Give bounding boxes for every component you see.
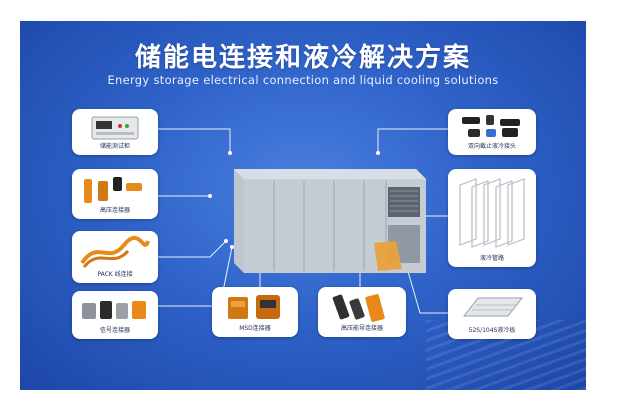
signal-connector-image	[82, 301, 146, 319]
cooling-pipes-image	[459, 178, 525, 248]
card-label: MSD连接器	[239, 325, 271, 332]
card-label: 液冷管路	[479, 255, 504, 262]
card-busbar-connector: 高压能导连接器	[318, 287, 406, 337]
card-hv-connector: 高压连接器	[72, 169, 158, 219]
pack-harness-image	[80, 236, 150, 268]
page-subtitle: Energy storage electrical connection and…	[107, 73, 499, 87]
energy-storage-container	[234, 169, 426, 273]
hv-connector-image	[84, 177, 142, 203]
card-label: PACK 线连接	[97, 271, 133, 278]
busbar-connector-image	[332, 294, 385, 322]
card-signal-connector: 信号连接器	[72, 291, 158, 339]
msd-connector-image	[228, 295, 280, 319]
card-label: 双向截止液冷接头	[467, 143, 516, 150]
liquid-cooling-plate-image	[462, 297, 524, 317]
card-label: 高压连接器	[99, 207, 130, 214]
page-title: 储能电连接和液冷解决方案	[134, 43, 471, 73]
quick-coupling-image	[462, 115, 520, 137]
poster: 储能电连接和液冷解决方案 Energy storage electrical c…	[20, 21, 586, 390]
card-label: 信号连接器	[99, 327, 130, 334]
card-pack-harness: PACK 线连接	[72, 231, 158, 283]
card-cooling-pipes: 液冷管路	[448, 169, 536, 267]
card-quick-coupling: 双向截止液冷接头	[448, 109, 536, 155]
card-label: 储能测试柜	[99, 143, 130, 150]
test-cabinet-image	[91, 116, 139, 140]
card-msd-connector: MSD连接器	[212, 287, 298, 337]
card-label: 高压能导连接器	[340, 325, 383, 332]
card-storage-cabinet: 储能测试柜	[72, 109, 158, 155]
card-liquid-cooling-plate: 52S/104S液冷板	[448, 289, 536, 339]
card-label: 52S/104S液冷板	[468, 327, 516, 334]
